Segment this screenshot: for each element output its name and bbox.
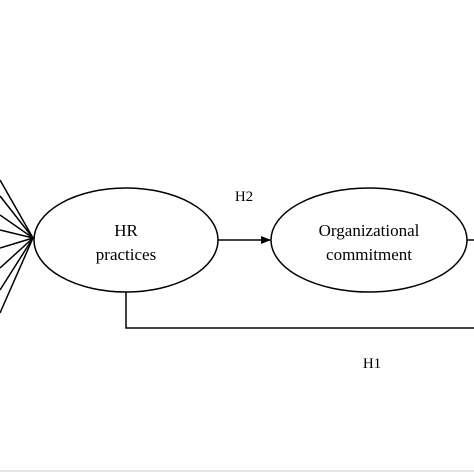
input-line-5	[0, 237, 34, 249]
h1-path	[125, 292, 474, 329]
organizational-commitment-label-line1: Organizational	[319, 221, 420, 240]
input-line-1	[0, 179, 34, 239]
input-lines	[0, 179, 34, 314]
hr-practices-label-line1: HR	[114, 221, 138, 240]
input-line-3	[0, 214, 34, 239]
h1-edge: H1	[125, 292, 474, 372]
hr-practices-node: HR practices	[33, 187, 219, 293]
hr-practices-ellipse	[33, 187, 219, 293]
organizational-commitment-node: Organizational commitment	[270, 187, 468, 293]
organizational-commitment-ellipse	[270, 187, 468, 293]
input-line-4	[0, 229, 34, 239]
hr-practices-label-line2: practices	[96, 245, 156, 264]
input-line-6	[0, 237, 34, 269]
h2-edge: H2	[218, 189, 271, 244]
input-line-7	[0, 237, 34, 291]
h1-label: H1	[363, 356, 381, 372]
input-line-2	[0, 195, 34, 239]
organizational-commitment-label-line2: commitment	[326, 245, 412, 264]
h2-label: H2	[235, 189, 253, 205]
input-line-8	[0, 237, 34, 314]
